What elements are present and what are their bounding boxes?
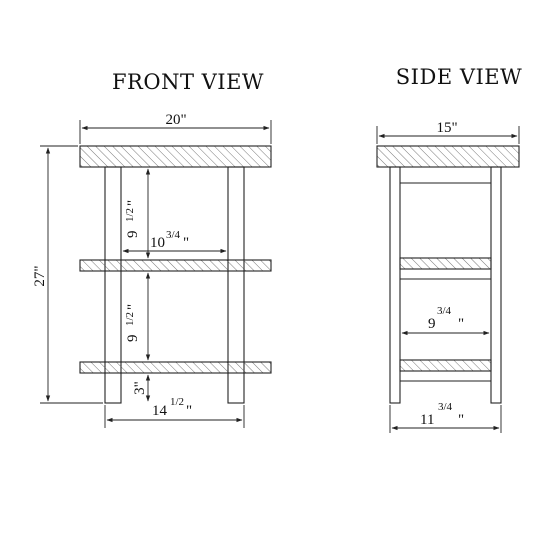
lower-gap-whole: 9 [125, 335, 141, 343]
side-leg-span-dimension: 11 3/4 " [389, 401, 502, 433]
front-height-label: 27" [32, 265, 48, 286]
leg-span-whole: 14 [152, 403, 168, 419]
inner-width-quote: " [183, 235, 189, 251]
leg-span-quote: " [186, 403, 192, 419]
upper-gap-whole: 9 [125, 231, 141, 239]
side-middle-shelf [399, 257, 492, 270]
inner-depth-whole: 9 [428, 316, 436, 332]
front-lower-gap-dimension: 9 1/2 " [124, 272, 151, 361]
side-bottom-shelf [399, 359, 492, 372]
inner-width-fraction: 3/4 [166, 229, 181, 241]
side-view: SIDE VIEW 15" 9 3/4 " [376, 65, 522, 433]
side-table-top [376, 145, 520, 168]
side-leg-span-quote: " [458, 412, 464, 428]
front-width-dimension: 20" [79, 112, 272, 144]
side-inner-depth-dimension: 9 3/4 " [401, 305, 490, 336]
inner-depth-fraction: 3/4 [437, 305, 452, 317]
front-inner-width-dimension: 10 3/4 " [122, 229, 227, 254]
upper-gap-quote: " [125, 200, 141, 206]
side-leg-span-fraction: 3/4 [438, 401, 453, 413]
front-view: FRONT VIEW 20" 27" 9 1/2 [32, 70, 272, 428]
side-right-leg [490, 166, 502, 404]
front-right-leg [227, 166, 245, 404]
lower-gap-quote: " [125, 304, 141, 310]
leg-span-fraction: 1/2 [170, 396, 184, 408]
front-leg-span-dimension: 14 1/2 " [104, 396, 245, 428]
side-view-title: SIDE VIEW [396, 65, 522, 89]
front-foot-height-dimension: 3" [132, 374, 151, 402]
side-depth-label: 15" [436, 120, 457, 136]
front-upper-gap-dimension: 9 1/2 " [124, 168, 151, 259]
inner-depth-quote: " [458, 316, 464, 332]
lower-gap-fraction: 1/2 [124, 312, 136, 326]
inner-width-whole: 10 [150, 235, 165, 251]
side-left-leg [389, 166, 401, 404]
front-width-label: 20" [165, 112, 186, 128]
front-table-top [79, 145, 272, 168]
foot-height-label: 3" [132, 381, 148, 395]
front-height-dimension: 27" [32, 145, 103, 404]
front-view-title: FRONT VIEW [112, 70, 264, 94]
front-middle-shelf [79, 259, 272, 272]
front-left-leg [104, 166, 122, 404]
upper-gap-fraction: 1/2 [124, 208, 136, 222]
side-leg-span-whole: 11 [420, 412, 434, 428]
front-bottom-shelf [79, 361, 272, 374]
side-depth-dimension: 15" [376, 120, 520, 144]
